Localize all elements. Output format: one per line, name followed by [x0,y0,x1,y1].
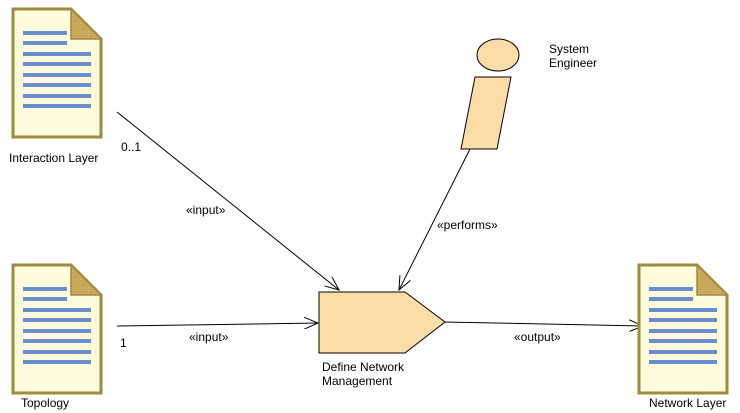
artifact-fold [70,263,103,296]
artifact-text-line [23,31,67,35]
artifact-network-layer-icon[interactable] [637,263,729,395]
artifact-text-line [23,308,91,312]
artifact-text-line [23,318,91,322]
artifact-text-line [23,360,91,364]
edge-input-interaction-layer[interactable] [116,111,339,290]
role-system-engineer-icon[interactable] [460,38,520,150]
label-system-engineer-line2: Engineer [549,56,598,70]
artifact-text-line [23,350,91,354]
edge-label-input-topology: «input» [189,330,229,344]
artifact-topology-icon[interactable] [11,263,103,395]
role-body [460,76,512,150]
artifact-text-line [23,73,91,77]
label-system-engineer-line1: System [549,42,590,56]
label-network-layer: Network Layer [649,396,727,410]
artifact-fold [70,7,103,40]
task-define-network-management-icon[interactable] [318,291,446,354]
artifact-text-line [23,52,91,56]
artifact-text-line [649,287,693,291]
role-head [476,38,520,72]
edge-output[interactable] [443,322,643,326]
edge-label-input-interaction-layer: «input» [186,203,226,217]
artifact-text-line [23,94,91,98]
artifact-interaction-layer-icon[interactable] [11,7,103,139]
artifact-text-line [23,329,91,333]
edge-label-performs: «performs» [437,218,498,232]
artifact-text-line [649,350,717,354]
artifact-text-line [649,329,717,333]
multiplicity-topology: 1 [120,336,127,350]
label-interaction-layer: Interaction Layer [9,151,99,165]
artifact-text-line [649,339,717,343]
artifact-text-line [649,297,693,301]
label-define-network-management-line2: Management [322,374,393,388]
artifact-text-line [23,339,91,343]
artifact-text-line [23,83,91,87]
edge-input-topology[interactable] [116,323,318,326]
edge-performs[interactable] [399,148,471,290]
label-define-network-management-line1: Define Network [322,360,405,374]
label-topology: Topology [21,396,70,410]
artifact-text-line [649,360,717,364]
multiplicity-interaction-layer: 0..1 [121,140,142,154]
artifact-text-line [649,308,717,312]
artifact-text-line [23,297,67,301]
artifact-text-line [23,62,91,66]
artifact-text-line [23,287,67,291]
artifact-text-line [23,104,91,108]
artifact-text-line [649,318,717,322]
artifact-fold [696,263,729,296]
edge-label-output: «output» [514,330,561,344]
artifact-text-line [23,41,67,45]
